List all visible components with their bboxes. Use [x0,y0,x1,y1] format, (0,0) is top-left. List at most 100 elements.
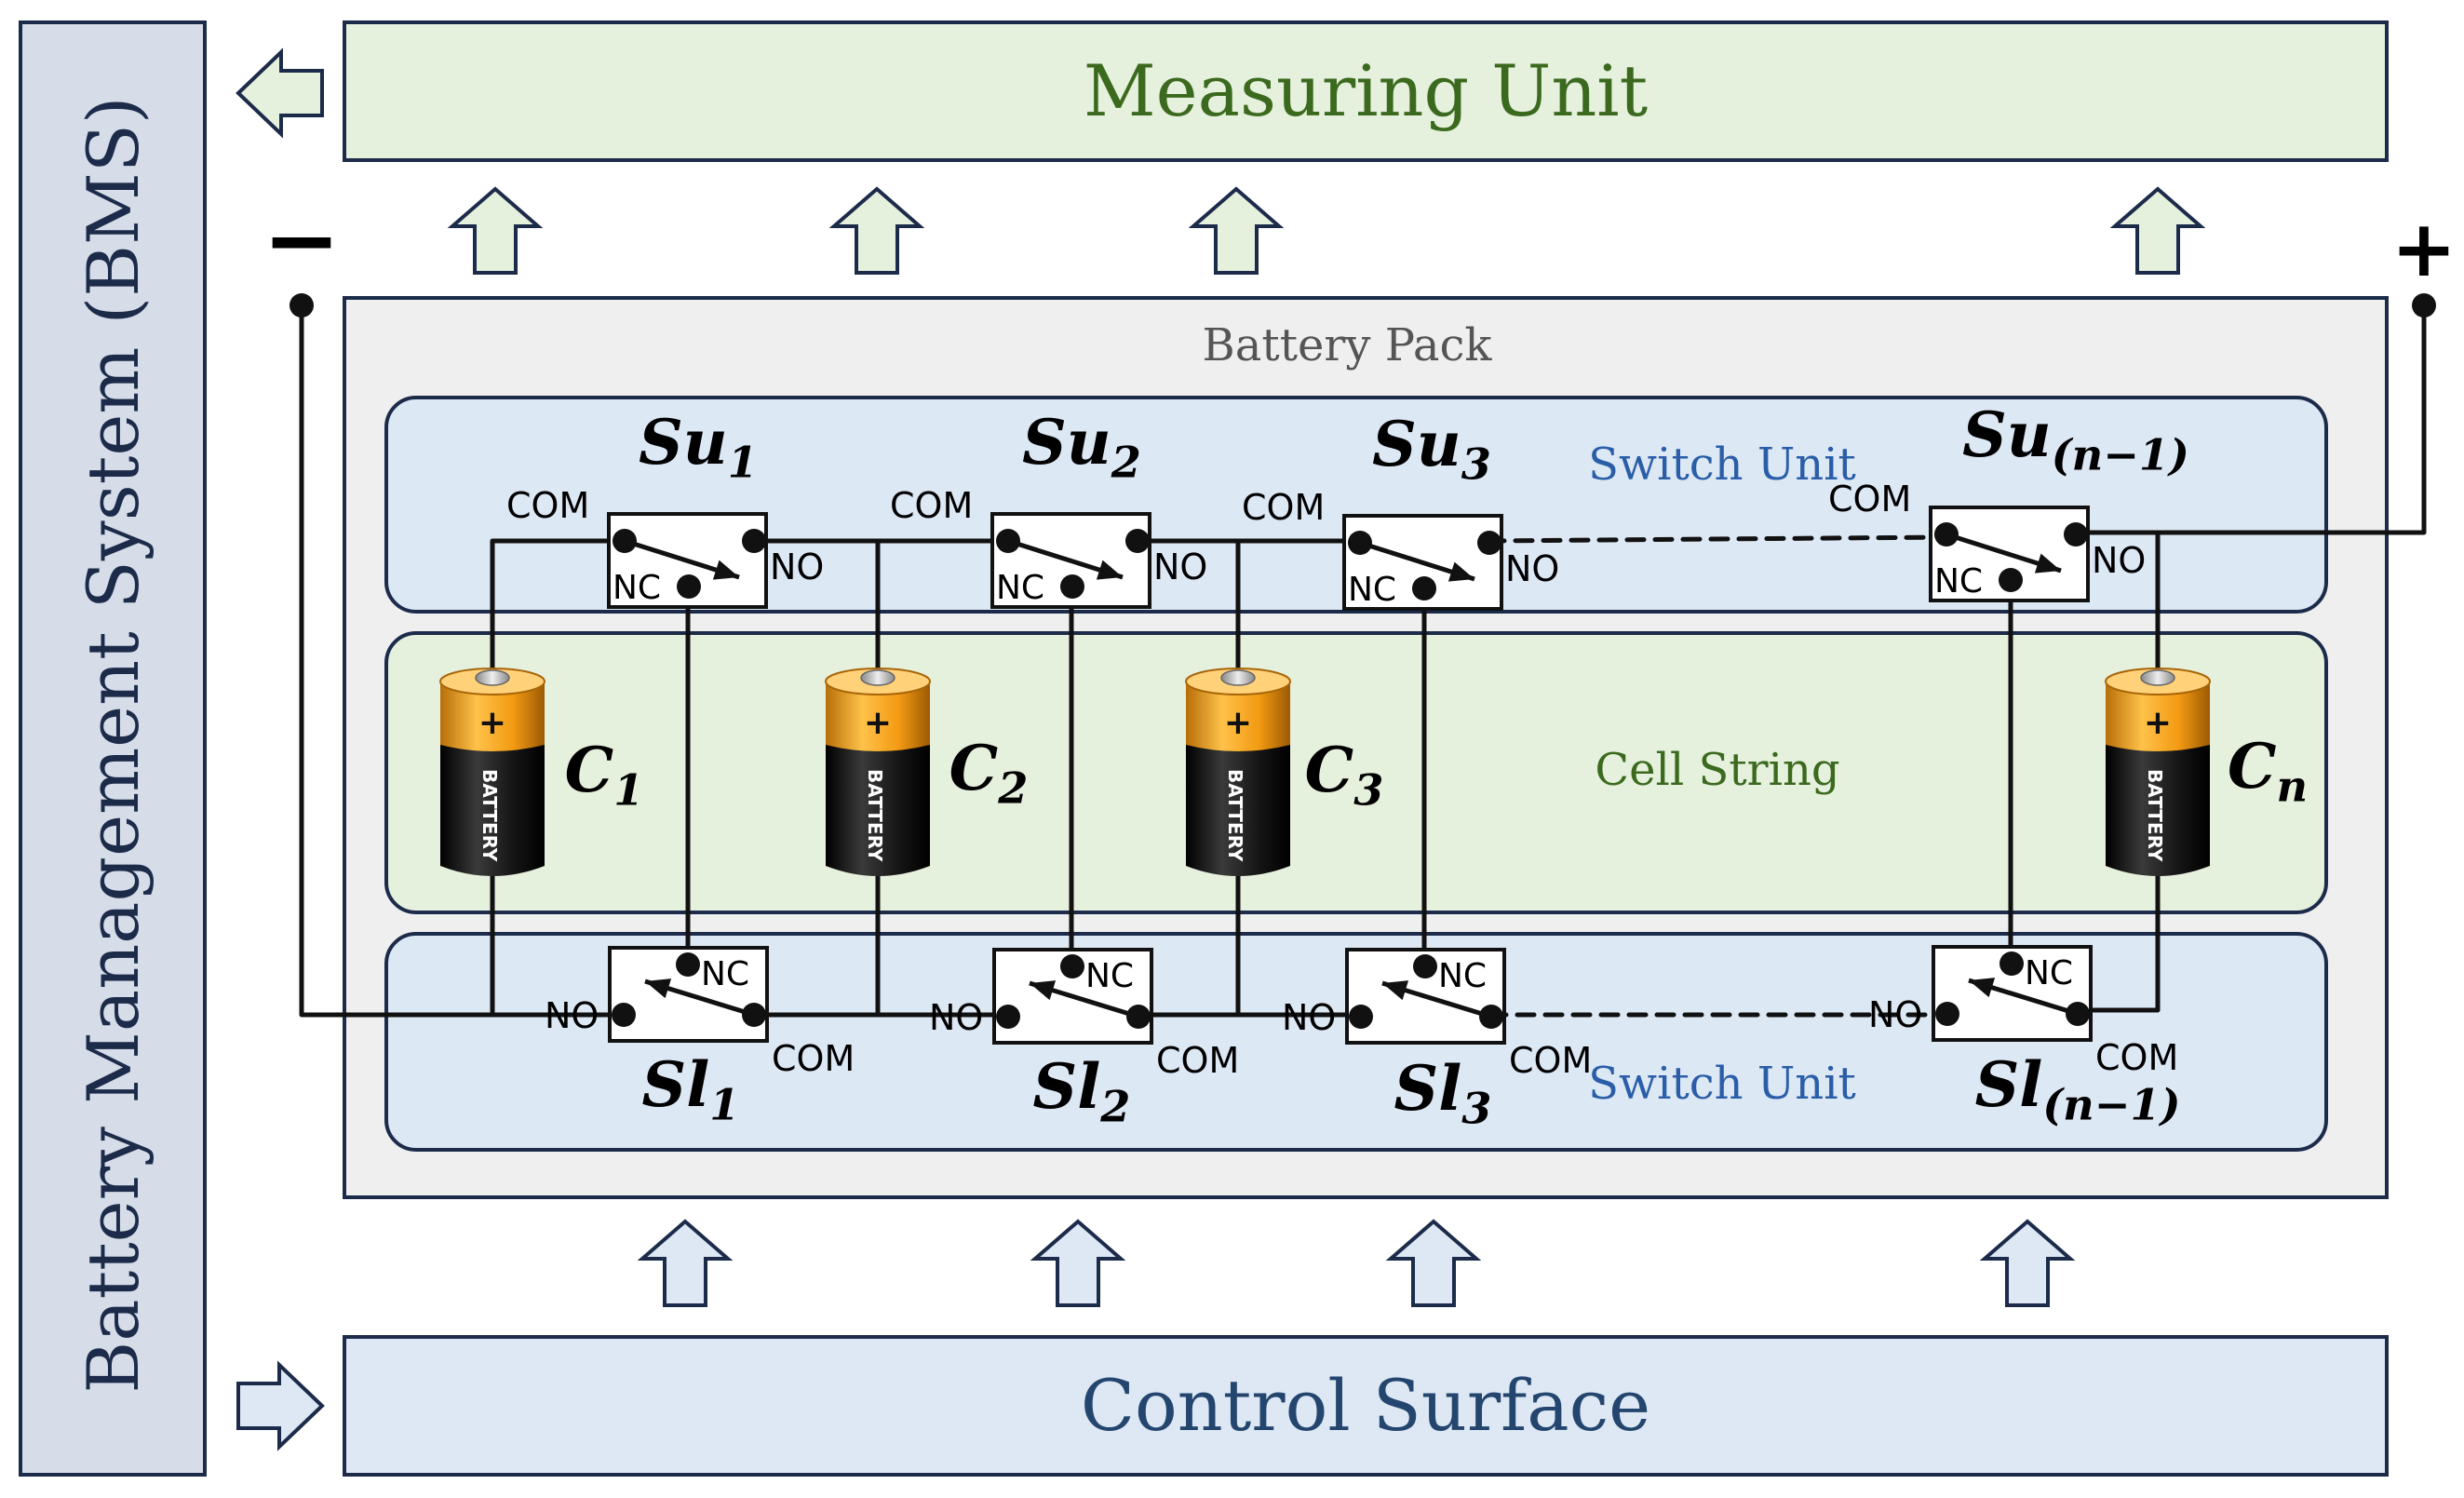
measuring-up-arrows [447,186,2206,275]
lower-pin-com-label: COM [772,1038,855,1079]
left-arrow-to-bms [236,47,324,139]
upper-switch-4 [1929,506,2090,602]
upper-switch-unit-label: Switch Unit [1588,439,1856,491]
upper-switch-lever-head [1447,561,1474,582]
lower-switch-nc-dot [676,952,700,977]
upper-switch-1 [607,512,768,609]
upper-pin-nc-label: NC [1348,571,1396,609]
lower-pin-nc-label: NC [1085,957,1134,995]
upper-switch-nc-dot [1060,574,1084,599]
upper-switch-nc-dot [1412,576,1436,601]
control-surface-label: Control Surface [1081,1364,1650,1447]
bms-label: Battery Management System (BMS) [72,96,155,1393]
lower-switch-unit-label: Switch Unit [1588,1058,1856,1110]
negative-terminal-dot [289,293,314,317]
lower-pin-nc-label: NC [1438,957,1487,995]
battery-body [1186,745,1290,876]
upper-switch-label-4: Su(n−1) [1962,398,2189,480]
battery-plus-sign: + [1224,704,1252,742]
measuring-up-arrow-2 [828,186,925,275]
cell-label-3: C3 [1305,734,1384,816]
upper-pin-com-label: COM [506,485,589,526]
battery-body [826,745,930,876]
right-arrow-to-control [236,1360,325,1451]
control-up-arrow-4 [1979,1219,2076,1307]
cell-label-4: Cn [2228,730,2308,812]
upper-pin-nc-label: NC [1934,562,1983,601]
upper-switch-nc-dot [1999,568,2023,592]
control-up-arrows [637,1219,2076,1307]
upper-switch-nc-dot [677,574,701,599]
measuring-up-arrow-1 [447,186,544,275]
wire-sln1-com-to-cn [2078,875,2161,1013]
cell-batteries: + BATTERY + BATTERY + BATTERY + BATTERY [439,668,2211,876]
upper-switch-com-dot [613,529,637,553]
wire-c1-to-su1-com [490,538,624,670]
cell-string-label: Cell String [1595,744,1839,796]
upper-switch-no-dot [742,529,766,553]
measuring-up-arrow-4 [2109,186,2206,275]
battery-plus-sign: + [864,704,892,742]
upper-switch-unit-band [384,396,2328,614]
upper-pin-no-label: NO [2092,540,2146,581]
positive-terminal-symbol: + [2391,203,2457,294]
upper-pin-com-label: COM [1242,487,1325,528]
upper-switch-com-dot [996,529,1020,553]
upper-switch-2 [990,512,1151,609]
lower-switch-no-dot [1935,1002,1959,1026]
component-labels: COM NO NC COM NO NC COM NO NC COM NO NC NO NC COM NO NC C… [506,398,2308,1134]
wiring [289,293,2436,1018]
lower-switch-label-3: Sl3 [1394,1052,1492,1134]
upper-switch-com-dot [1348,531,1372,555]
lower-switch-2 [992,948,1153,1045]
control-up-arrow-2 [1030,1219,1126,1307]
lower-switch-com-dot [2066,1002,2090,1026]
cell-label-1: C1 [565,734,644,816]
lower-switch-nc-dot [1413,954,1437,978]
wire-su3-no-to-sun1-com-dashed [1485,534,1948,544]
lower-switch-4 [1932,945,2093,1042]
battery-plus-sign: + [478,704,506,742]
battery-cell-2: + BATTERY [825,668,931,876]
battery-text: BATTERY [1224,769,1246,862]
lower-pin-no-label: NO [545,995,599,1036]
battery-cap [2106,682,2210,751]
lower-switch-lever-head [1969,978,1996,998]
upper-pin-no-label: NO [770,547,824,587]
switch-relays [607,506,2093,1045]
battery-plus-sign: + [2144,704,2172,742]
battery-cap [440,682,545,751]
lower-switch-nc-dot [1999,951,2024,976]
upper-pin-no-label: NO [1153,547,1207,587]
lower-switch-com-dot [1126,1005,1151,1029]
upper-pin-no-label: NO [1505,548,1559,589]
battery-text: BATTERY [2144,769,2166,862]
lower-switch-no-dot [996,1005,1020,1029]
measuring-unit-box [343,20,2389,162]
battery-cap [1186,682,1290,751]
upper-switch-label-1: Su1 [639,406,758,488]
battery-cell-4: + BATTERY [2105,668,2211,876]
negative-terminal-symbol: − [263,185,341,294]
upper-switch-no-dot [2064,522,2088,547]
lower-pin-no-label: NO [1282,997,1336,1038]
lower-switch-lever-head [1030,980,1057,1001]
upper-switch-3 [1342,514,1503,611]
lower-pin-nc-label: NC [2025,954,2073,992]
upper-pin-nc-label: NC [613,569,661,607]
battery-text: BATTERY [478,769,501,862]
battery-body [2106,745,2210,876]
lower-switch-3 [1345,948,1506,1045]
lower-pin-com-label: COM [1509,1040,1592,1081]
lower-switch-com-dot [742,1003,766,1027]
bms-panel [19,20,207,1477]
upper-switch-lever-head [712,560,739,580]
lower-switch-1 [608,946,769,1043]
upper-switch-lever-head [1096,560,1123,580]
upper-switch-lever-head [2034,553,2061,574]
lower-switch-no-dot [1349,1005,1373,1029]
battery-pack-label: Battery Pack [1203,319,1493,371]
upper-pin-com-label: COM [890,485,973,526]
battery-text: BATTERY [864,769,886,862]
upper-switch-com-dot [1934,522,1959,547]
